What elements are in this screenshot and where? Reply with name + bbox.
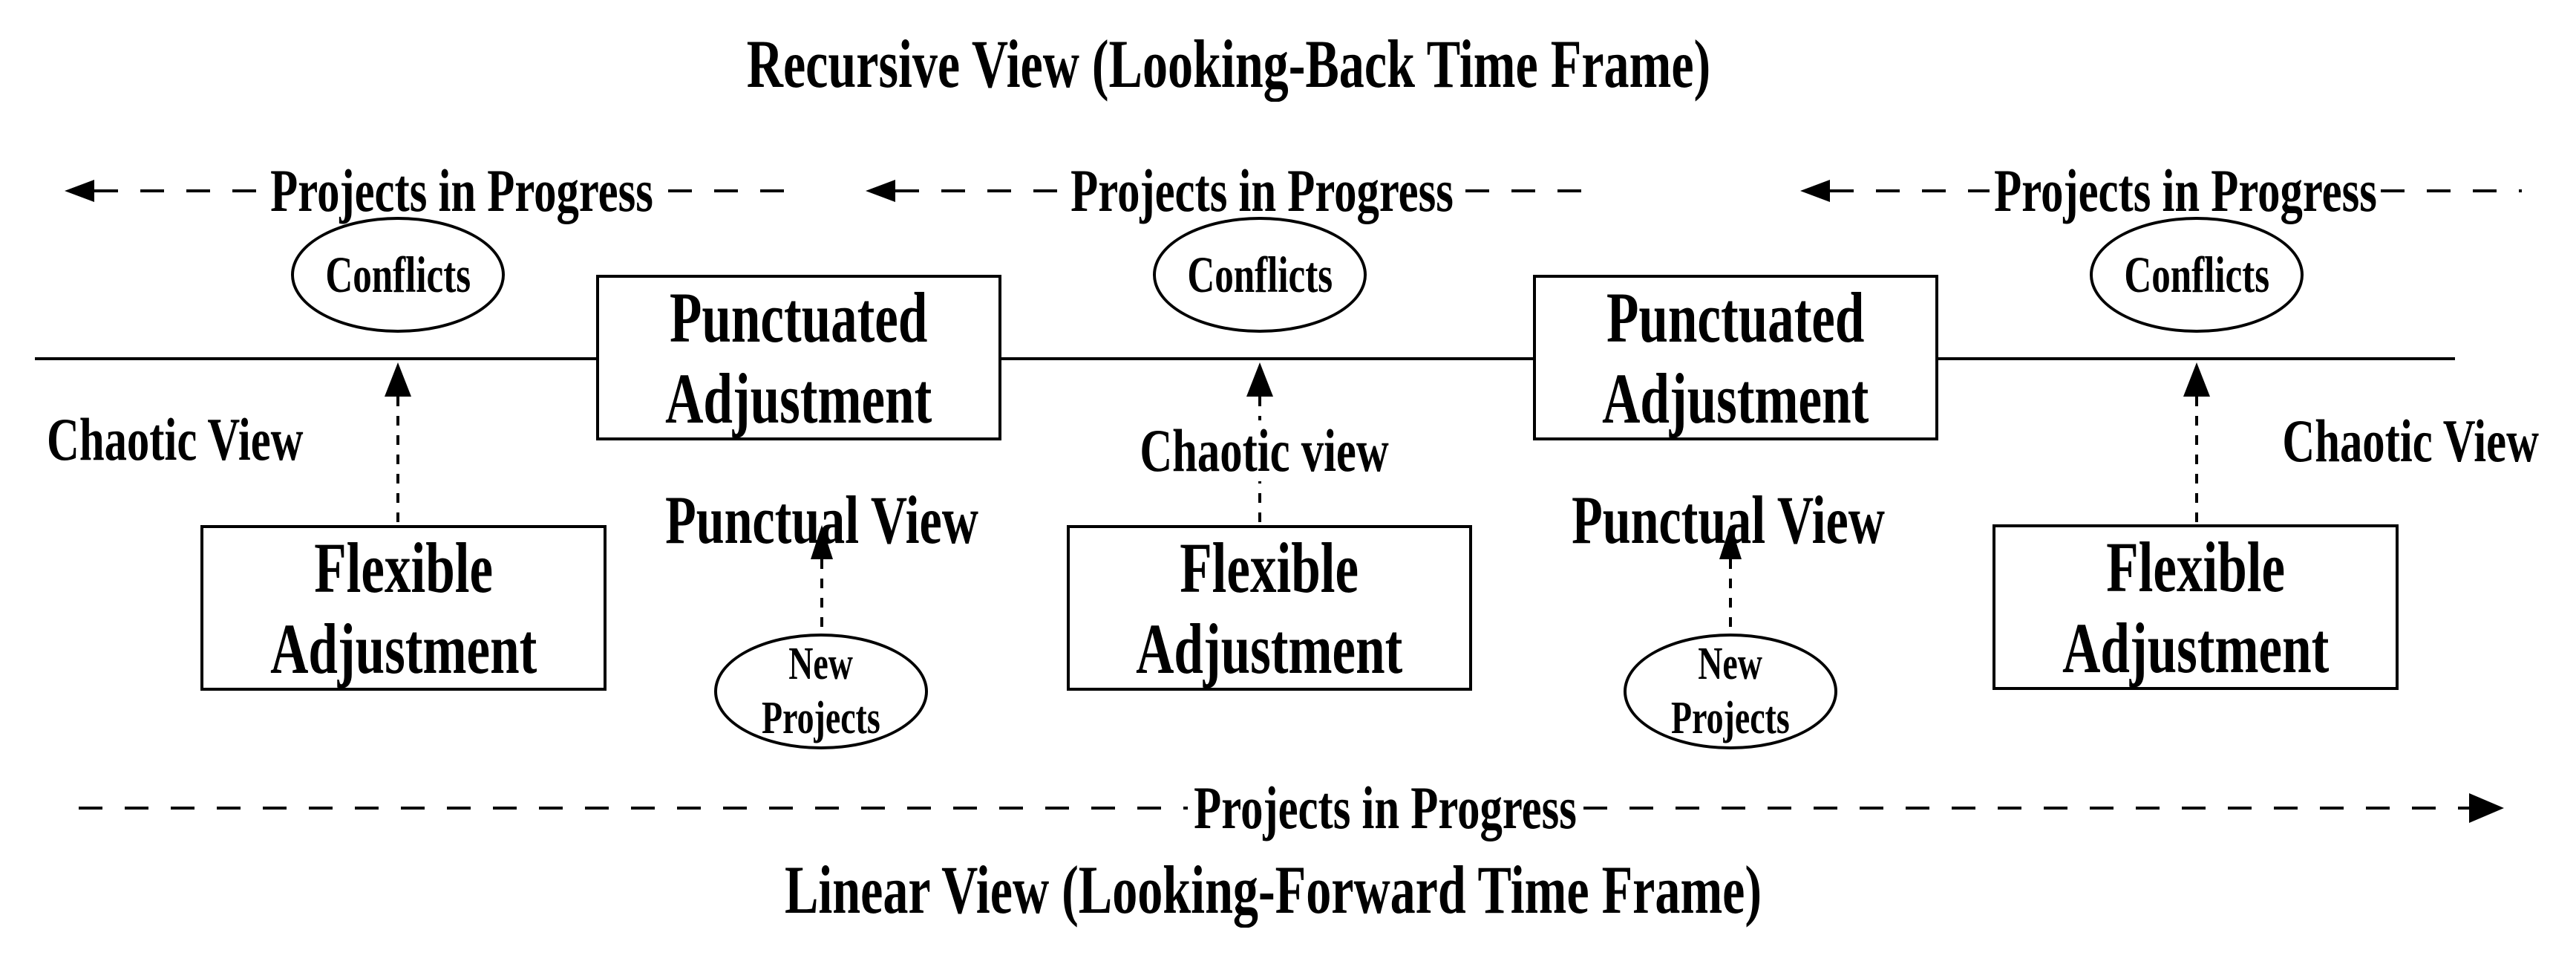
left-arrowhead-icon [65, 180, 94, 202]
projects-in-progress-label-top-right: Projects in Progress [1994, 157, 2377, 224]
chaotic-view-label-right: Chaotic View [2282, 407, 2539, 475]
projects-in-progress-label-top-left: Projects in Progress [270, 157, 653, 224]
linear-view-title: Linear View (Looking-Forward Time Frame) [613, 853, 1934, 927]
flexible-adjustment-box-middle: Flexible Adjustment [1067, 525, 1472, 691]
projects-in-progress-label-bottom: Projects in Progress [1194, 774, 1577, 841]
up-arrowhead-icon [811, 525, 833, 559]
left-arrowhead-icon [866, 180, 895, 202]
up-arrowhead-icon [385, 362, 411, 397]
dashed-line-segment [668, 189, 805, 192]
linear-view-title-text: Linear View (Looking-Forward Time Frame) [784, 852, 1762, 928]
dashed-connector [396, 397, 399, 525]
punctuated-adjustment-box-right: Punctuated Adjustment [1533, 275, 1938, 440]
dashed-line-segment [2381, 189, 2522, 192]
chaotic-view-label-middle: Chaotic view [1091, 420, 1436, 481]
dashed-connector [1729, 559, 1732, 634]
right-arrowhead-icon [2469, 793, 2504, 823]
chaotic-view-label-left: Chaotic View [47, 406, 304, 473]
dashed-line-segment [1465, 189, 1601, 192]
recursive-view-title: Recursive View (Looking-Back Time Frame) [578, 27, 1880, 101]
left-arrowhead-icon [1800, 180, 1830, 202]
dashed-connector [2195, 397, 2198, 525]
flexible-adjustment-box-right: Flexible Adjustment [1993, 524, 2399, 690]
new-projects-ellipse-left: New Projects [714, 634, 928, 749]
up-arrowhead-icon [1719, 525, 1742, 559]
dashed-connector [820, 559, 823, 634]
punctuated-adjustment-box-left: Punctuated Adjustment [596, 275, 1001, 440]
dashed-line-segment [1583, 807, 2469, 810]
up-arrowhead-icon [2183, 362, 2210, 397]
new-projects-ellipse-right: New Projects [1624, 634, 1837, 749]
conflicts-ellipse-middle: Conflicts [1153, 217, 1367, 333]
flexible-adjustment-box-left: Flexible Adjustment [200, 525, 607, 691]
dashed-line-segment [895, 189, 1058, 192]
up-arrowhead-icon [1246, 362, 1273, 397]
conflicts-ellipse-left: Conflicts [291, 217, 505, 333]
conflicts-ellipse-right: Conflicts [2090, 217, 2304, 333]
dashed-line-segment [94, 189, 256, 192]
dashed-line-segment [79, 807, 1188, 810]
projects-in-progress-label-top-middle: Projects in Progress [1070, 157, 1454, 224]
timeline-line [35, 357, 2455, 360]
dashed-line-segment [1830, 189, 1990, 192]
recursive-view-title-text: Recursive View (Looking-Back Time Frame) [746, 26, 1711, 102]
